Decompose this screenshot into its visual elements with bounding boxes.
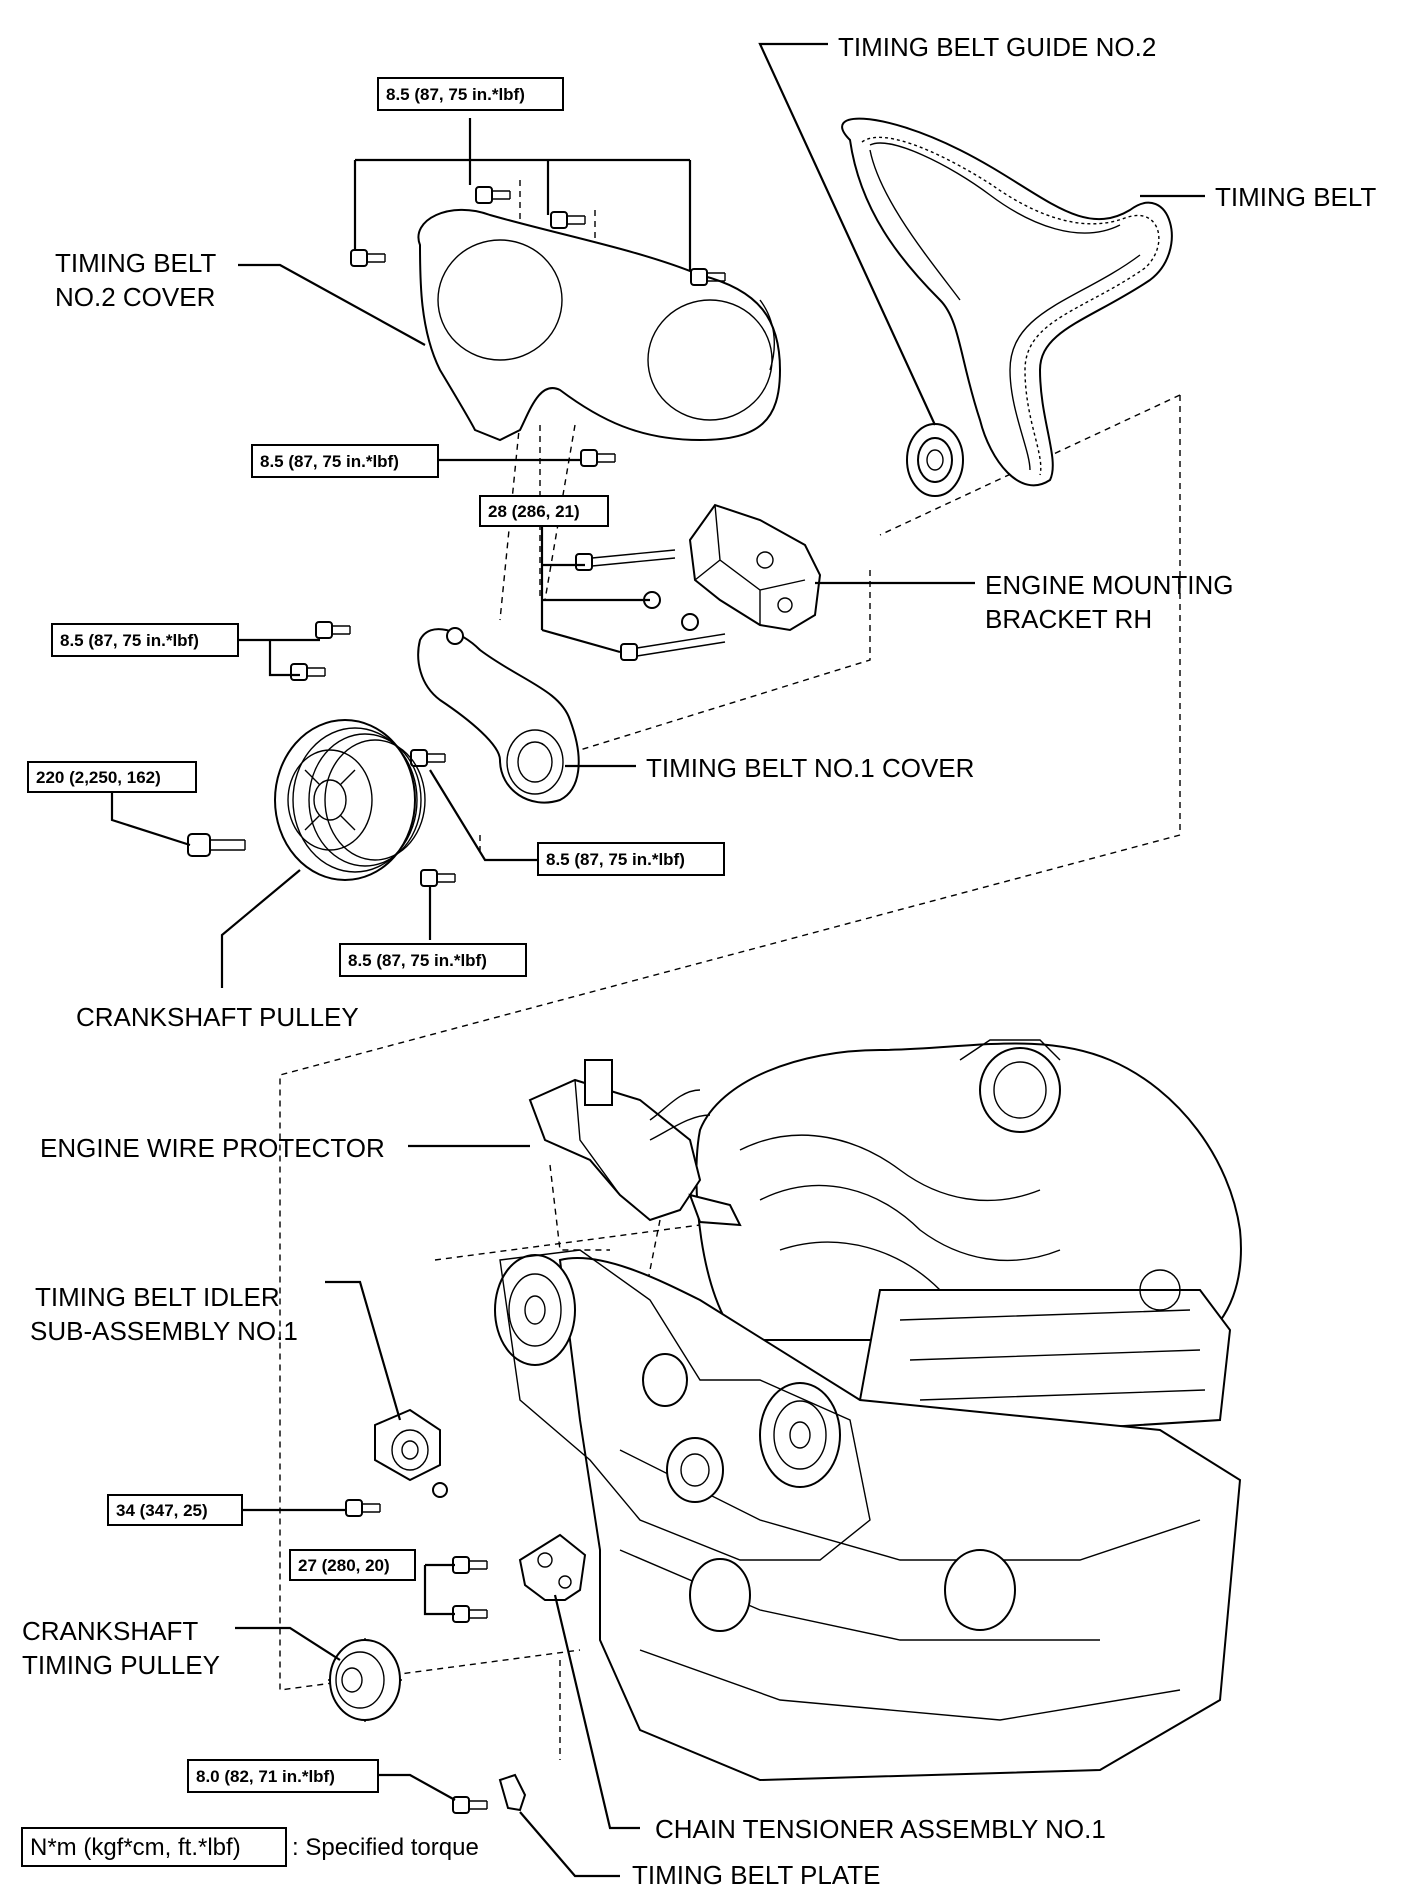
torque-cover1-lower: 8.5 (87, 75 in.*lbf) (339, 943, 527, 977)
legend: N*m (kgf*cm, ft.*lbf) : Specified torque (21, 1827, 479, 1867)
bolt (690, 268, 726, 286)
torque-idler: 34 (347, 25) (107, 1494, 243, 1526)
bolt (452, 1605, 488, 1623)
bolts (290, 186, 726, 1814)
bolt (315, 621, 351, 639)
torque-cover1-right: 8.5 (87, 75 in.*lbf) (537, 842, 725, 876)
engine-wire-protector-drawing (528, 1059, 742, 1227)
label-crankshaft-pulley: CRANKSHAFT PULLEY (76, 1002, 359, 1032)
torque-labels: 8.5 (87, 75 in.*lbf) 8.5 (87, 75 in.*lbf… (27, 77, 725, 1793)
svg-text:27 (280, 20): 27 (280, 20) (298, 1556, 390, 1575)
legend-box-text: N*m (kgf*cm, ft.*lbf) (30, 1834, 241, 1861)
torque-cover1-upper: 8.5 (87, 75 in.*lbf) (51, 623, 239, 657)
svg-text:34 (347, 25): 34 (347, 25) (116, 1501, 208, 1520)
legend-description: : Specified torque (292, 1834, 479, 1861)
label-timing-belt-plate: TIMING BELT PLATE (632, 1860, 881, 1888)
torque-cover2-bottom: 8.5 (87, 75 in.*lbf) (251, 444, 439, 478)
bolt (345, 1499, 381, 1517)
bolt (452, 1796, 488, 1814)
svg-text:8.5 (87, 75 in.*lbf): 8.5 (87, 75 in.*lbf) (60, 631, 199, 650)
bolt (475, 186, 511, 204)
timing-belt-plate-drawing (498, 1773, 527, 1812)
label-idler-1: TIMING BELT IDLER (35, 1282, 280, 1312)
svg-text:28 (286, 21): 28 (286, 21) (488, 502, 580, 521)
label-timing-belt: TIMING BELT (1215, 182, 1376, 212)
bolt (550, 211, 586, 229)
idler-drawing (374, 1408, 448, 1498)
label-crank-timing-pulley-1: CRANKSHAFT (22, 1616, 198, 1646)
torque-plate: 8.0 (82, 71 in.*lbf) (187, 1759, 379, 1793)
bolt (420, 869, 456, 887)
timing-belt-guide-drawing (906, 423, 964, 497)
label-no2-cover-1: TIMING BELT (55, 248, 216, 278)
torque-tensioner: 27 (280, 20) (289, 1549, 416, 1581)
chain-tensioner-drawing (518, 1533, 587, 1601)
label-bracket-1: ENGINE MOUNTING (985, 570, 1233, 600)
crank-timing-pulley-drawing (328, 1638, 402, 1722)
svg-text:8.5 (87, 75 in.*lbf): 8.5 (87, 75 in.*lbf) (348, 951, 487, 970)
label-chain-tensioner: CHAIN TENSIONER ASSEMBLY NO.1 (655, 1814, 1106, 1844)
svg-text:8.5 (87, 75 in.*lbf): 8.5 (87, 75 in.*lbf) (546, 850, 685, 869)
torque-cover2-top: 8.5 (87, 75 in.*lbf) (377, 77, 564, 111)
timing-belt-no1-cover-drawing (417, 627, 580, 804)
engine-assembly-drawing (494, 1039, 1242, 1782)
bolt (290, 663, 326, 681)
label-bracket-2: BRACKET RH (985, 604, 1152, 634)
label-timing-belt-guide: TIMING BELT GUIDE NO.2 (838, 32, 1156, 62)
bolt (452, 1556, 488, 1574)
svg-text:220 (2,250, 162): 220 (2,250, 162) (36, 768, 161, 787)
timing-belt-no2-cover-drawing (417, 208, 782, 442)
label-no1-cover: TIMING BELT NO.1 COVER (646, 753, 974, 783)
part-labels: TIMING BELT GUIDE NO.2 TIMING BELT TIMIN… (22, 32, 1376, 1888)
torque-bracket: 28 (286, 21) (479, 495, 609, 527)
bolt (410, 749, 446, 767)
leader-lines (110, 42, 1205, 1878)
crankshaft-pulley-drawing (187, 719, 426, 881)
svg-text:8.5 (87, 75 in.*lbf): 8.5 (87, 75 in.*lbf) (386, 85, 525, 104)
label-engine-wire-protector: ENGINE WIRE PROTECTOR (40, 1133, 385, 1163)
bolt (580, 449, 616, 467)
svg-text:8.0 (82, 71 in.*lbf): 8.0 (82, 71 in.*lbf) (196, 1767, 335, 1786)
timing-belt-drawing (841, 117, 1173, 487)
svg-text:8.5 (87, 75 in.*lbf): 8.5 (87, 75 in.*lbf) (260, 452, 399, 471)
label-crank-timing-pulley-2: TIMING PULLEY (22, 1650, 220, 1680)
engine-mounting-bracket-drawing (575, 503, 822, 661)
torque-crank-bolt: 220 (2,250, 162) (27, 761, 197, 793)
label-no2-cover-2: NO.2 COVER (55, 282, 215, 312)
bolt (350, 249, 386, 267)
label-idler-2: SUB-ASSEMBLY NO.1 (30, 1316, 298, 1346)
